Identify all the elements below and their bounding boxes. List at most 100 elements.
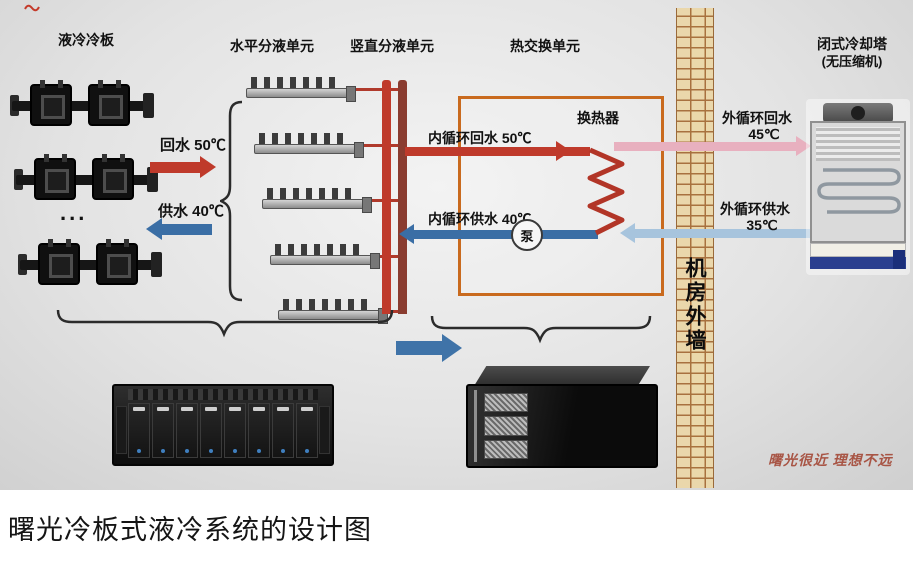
cold-plate-core — [41, 95, 65, 119]
inner-loop-supply-pipe — [414, 230, 598, 239]
cold-plate-end — [151, 252, 162, 277]
tower-side-box — [893, 250, 905, 269]
cold-plate-core — [45, 169, 69, 193]
vertical-riser-cold-pipe — [398, 80, 407, 314]
tube-stub — [44, 154, 49, 162]
manifold-ports — [251, 77, 341, 88]
manifold-stub — [354, 142, 364, 158]
cooling-tower-image — [806, 99, 910, 275]
drive-bay — [200, 403, 222, 458]
label-horizontal-distribution-unit: 水平分液单元 — [230, 38, 314, 54]
cold-plate-core — [99, 95, 123, 119]
drive-bay — [272, 403, 294, 458]
label-cooling-tower-line2: (无压缩机) — [821, 54, 883, 69]
tower-base — [810, 257, 906, 269]
return-water-arrow — [150, 162, 200, 173]
cold-plate-block — [92, 154, 134, 200]
heat-exchange-unit-box — [458, 96, 664, 296]
corner-scribble-mark — [24, 4, 40, 12]
pump-icon: 泵 — [511, 219, 543, 251]
manifold-connector-pipe — [356, 144, 400, 147]
group-flow-arrow — [396, 341, 442, 355]
cold-plate-rail — [16, 175, 156, 185]
tube-stub — [48, 239, 53, 247]
drive-bay — [152, 403, 174, 458]
chassis-group-underbrace — [430, 315, 652, 344]
tube-stub — [106, 239, 111, 247]
label-outer-return: 外循环回水 — [722, 110, 792, 126]
horizontal-manifold-1 — [246, 76, 356, 102]
caption-area — [0, 490, 913, 562]
cold-plate-core — [49, 254, 73, 278]
drive-bay — [224, 403, 246, 458]
label-vertical-distribution-unit: 竖直分液单元 — [350, 38, 434, 54]
vertical-riser-hot-pipe — [382, 80, 391, 314]
group-flow-arrowhead-icon — [442, 334, 462, 362]
horizontal-manifold-4 — [270, 243, 380, 269]
vent-grille — [484, 393, 528, 413]
manifold-bar — [254, 144, 358, 154]
cold-plate-unit-2 — [14, 152, 158, 206]
tube-stub — [40, 80, 45, 88]
tube-stub — [120, 154, 125, 162]
diagram-caption: 曙光冷板式液冷系统的设计图 — [8, 515, 372, 545]
tube-stub — [102, 154, 107, 162]
rack-drive-bays — [128, 403, 318, 458]
label-outer-supply-temp: 35℃ — [746, 217, 778, 233]
cold-plate-block — [34, 154, 76, 200]
return-water-arrowhead-icon — [200, 156, 216, 178]
label-outer-supply: 外循环供水 — [720, 201, 790, 217]
tube-stub — [124, 239, 129, 247]
inner-loop-return-pipe — [405, 147, 590, 156]
label-inner-supply: 内循环供水 40℃ — [428, 211, 532, 227]
cold-plate-block — [88, 80, 130, 126]
chassis-front-face — [466, 384, 658, 468]
tube-stub — [98, 80, 103, 88]
chassis-edge-trim — [474, 390, 477, 462]
inner-return-arrowhead-icon — [556, 141, 571, 161]
rack-vent-strip — [128, 389, 318, 400]
more-units-ellipsis: ... — [60, 200, 88, 225]
manifold-ports — [275, 244, 365, 255]
outer-loop-supply-pipe — [634, 229, 812, 238]
label-heat-exchanger: 换热器 — [577, 110, 619, 126]
horizontal-manifold-2 — [254, 132, 364, 158]
manifold-connector-pipe — [348, 88, 400, 91]
rack-ear — [116, 406, 127, 454]
tower-louvers — [816, 127, 900, 161]
label-supply-water: 供水 40℃ — [158, 203, 224, 220]
label-cold-plate: 液冷冷板 — [58, 32, 114, 48]
cold-plate-block — [96, 239, 138, 285]
manifold-bar — [270, 255, 374, 265]
manifold-group-brace — [220, 100, 243, 302]
tower-fan — [823, 103, 893, 123]
blade-chassis-image — [466, 366, 658, 468]
tower-basin — [810, 243, 906, 257]
supply-water-arrowhead-icon — [146, 218, 162, 240]
cold-plate-block — [38, 239, 80, 285]
label-inner-return: 内循环回水 50℃ — [428, 130, 532, 146]
label-cooling-tower: 闭式冷却塔 (无压缩机) — [793, 36, 911, 70]
drive-bay — [248, 403, 270, 458]
horizontal-manifold-3 — [262, 187, 372, 213]
label-outer-return-temp: 45℃ — [748, 126, 780, 142]
outer-supply-arrowhead-icon — [620, 223, 635, 243]
brand-watermark: 曙光很近 理想不远 — [768, 454, 893, 469]
manifold-stub — [370, 253, 380, 269]
chassis-top-face — [474, 366, 650, 386]
manifold-ports — [283, 299, 373, 310]
drive-bay — [176, 403, 198, 458]
cold-plate-end — [147, 167, 158, 192]
heat-exchanger-coil-icon — [587, 147, 625, 236]
rack-server-image — [112, 384, 334, 466]
tube-stub — [62, 154, 67, 162]
rack-group-underbrace — [56, 309, 394, 338]
label-machine-room-wall: 机房外墙 — [683, 257, 706, 353]
cold-plate-unit-1 — [10, 78, 154, 132]
tower-fan-hub-icon — [851, 106, 865, 120]
drive-bay — [296, 403, 318, 458]
label-return-water: 回水 50℃ — [160, 137, 226, 154]
cold-plate-end — [143, 93, 154, 118]
manifold-bar — [262, 199, 366, 209]
